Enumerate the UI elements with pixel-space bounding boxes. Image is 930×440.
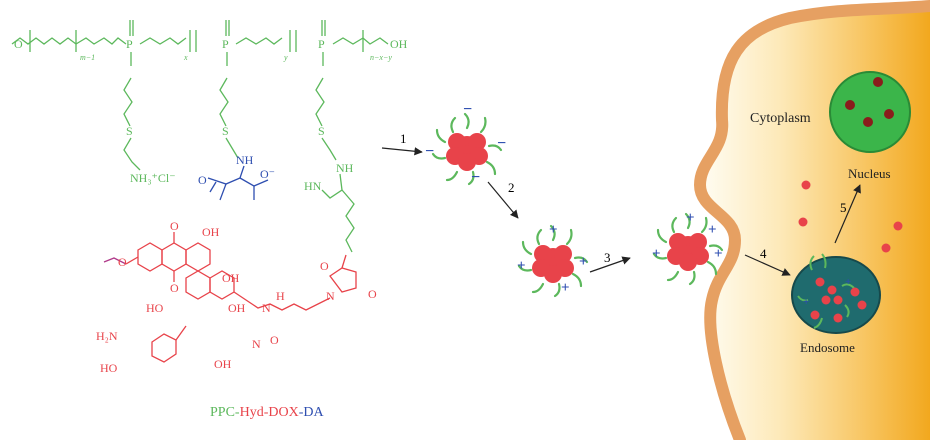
s3: S (318, 124, 325, 138)
dox-ho: HO (146, 301, 164, 315)
np1-charge: − (471, 169, 480, 186)
np3-charge: + (652, 246, 661, 262)
np2-charge: + (561, 280, 570, 296)
step-1-label: 1 (400, 131, 407, 146)
p2: P (222, 37, 229, 51)
da-group (207, 165, 269, 201)
endosome-drug-dot (833, 313, 843, 323)
dox-o-methoxy: O (118, 255, 127, 269)
caption-sep: - (264, 405, 269, 420)
imine-nh: NH (336, 161, 354, 175)
endosome-drug-dot (821, 295, 831, 305)
free-drug-dot (798, 217, 808, 227)
caption-sep: - (299, 405, 304, 420)
dox-hydrazone-n2: N (252, 337, 261, 351)
dox-structure (125, 232, 357, 363)
arrow-step-1 (381, 147, 423, 156)
free-drug-dot (801, 180, 811, 190)
dox-oh4: OH (214, 357, 232, 371)
free-drug-dot (893, 221, 903, 231)
dox-o-ketone: O (170, 219, 179, 233)
np2-charge: + (579, 254, 588, 270)
np3-charge: + (686, 210, 695, 226)
endosome-drug-dot (833, 295, 843, 305)
np3-charge: + (714, 246, 723, 262)
nucleus-drug-dot (884, 109, 894, 119)
np2-charge: + (517, 258, 526, 274)
da-carboxylate: O⁻ (260, 167, 275, 181)
np1-charge: − (463, 101, 472, 118)
s2: S (222, 124, 229, 138)
step-4-label: 4 (760, 246, 767, 261)
dox-maleimide-n: N (326, 289, 335, 303)
dox-maleimide-o2: O (368, 287, 377, 301)
endosome-drug-dot (827, 285, 837, 295)
dox-o-ketone2: O (170, 281, 179, 295)
dox-hydrazone-n: N (262, 301, 271, 315)
np1-charge: − (425, 143, 434, 160)
arrow-step-3 (589, 256, 631, 273)
caption-hyd: Hyd (240, 405, 264, 420)
endosome-plus: + (845, 276, 851, 288)
caption-dox: DOX (268, 405, 298, 420)
p1: P (126, 37, 133, 51)
caption-ppc: PPC (210, 405, 235, 420)
sub-x: x (183, 53, 188, 62)
np1-charge: − (497, 135, 506, 152)
endosome-label: Endosome (800, 340, 855, 355)
arrow-step-5 (834, 184, 861, 244)
nucleus (829, 71, 911, 153)
free-drug-dot (881, 243, 891, 253)
endosome-drug-dot (850, 287, 860, 297)
dox-ho2: HO (100, 361, 118, 375)
nucleus-drug-dot (873, 77, 883, 87)
sub-y: y (283, 53, 288, 62)
da-o: O (198, 173, 207, 187)
da-nh: NH (236, 153, 254, 167)
dox-oh3: OH (228, 301, 246, 315)
dox-maleimide-o: O (320, 259, 329, 273)
polymer-structure (11, 20, 389, 253)
nucleus-label: Nucleus (848, 166, 891, 181)
sub-n: n−x−y (370, 53, 392, 62)
endosome-drug-dot (810, 310, 820, 320)
conjugate-caption: PPC-Hyd-DOX-DA (210, 405, 325, 420)
caption-da: DA (303, 405, 324, 420)
step-3-label: 3 (604, 250, 611, 265)
np2-charge: + (549, 222, 558, 238)
cell-membrane (693, 0, 930, 440)
np3-charge: + (708, 222, 717, 238)
end-oh: OH (390, 37, 408, 51)
imine-hn: HN (304, 179, 322, 193)
endosome: + + (791, 253, 881, 334)
dox-methoxy (103, 257, 127, 265)
sub-m: m−1 (80, 53, 95, 62)
amine-salt: NH₃⁺Cl⁻ (130, 171, 176, 185)
dox-hydrazone-h: H (276, 289, 285, 303)
step-2-label: 2 (508, 180, 515, 195)
s1: S (126, 124, 133, 138)
methoxy-o: O (14, 37, 23, 51)
nanoparticle-at-membrane: + + + + (652, 210, 724, 286)
nucleus-drug-dot (845, 100, 855, 110)
dox-amine: H₂N (96, 329, 118, 343)
dox-amide-o: O (270, 333, 279, 347)
p3: P (318, 37, 325, 51)
endosome-drug-dot (857, 300, 867, 310)
caption-sep: - (235, 405, 240, 420)
endosome-drug-dot (815, 277, 825, 287)
cytoplasm-label: Cytoplasm (750, 111, 811, 126)
arrow-step-4 (744, 254, 791, 276)
nucleus-drug-dot (863, 117, 873, 127)
dox-oh2: OH (222, 271, 240, 285)
dox-oh1: OH (202, 225, 220, 239)
nanoparticle-negative: − − − − (425, 101, 506, 186)
step-5-label: 5 (840, 200, 847, 215)
arrow-step-2 (487, 181, 519, 219)
nanoparticle-positive: + + + + (517, 222, 589, 298)
endosome-plus: + (803, 296, 809, 308)
